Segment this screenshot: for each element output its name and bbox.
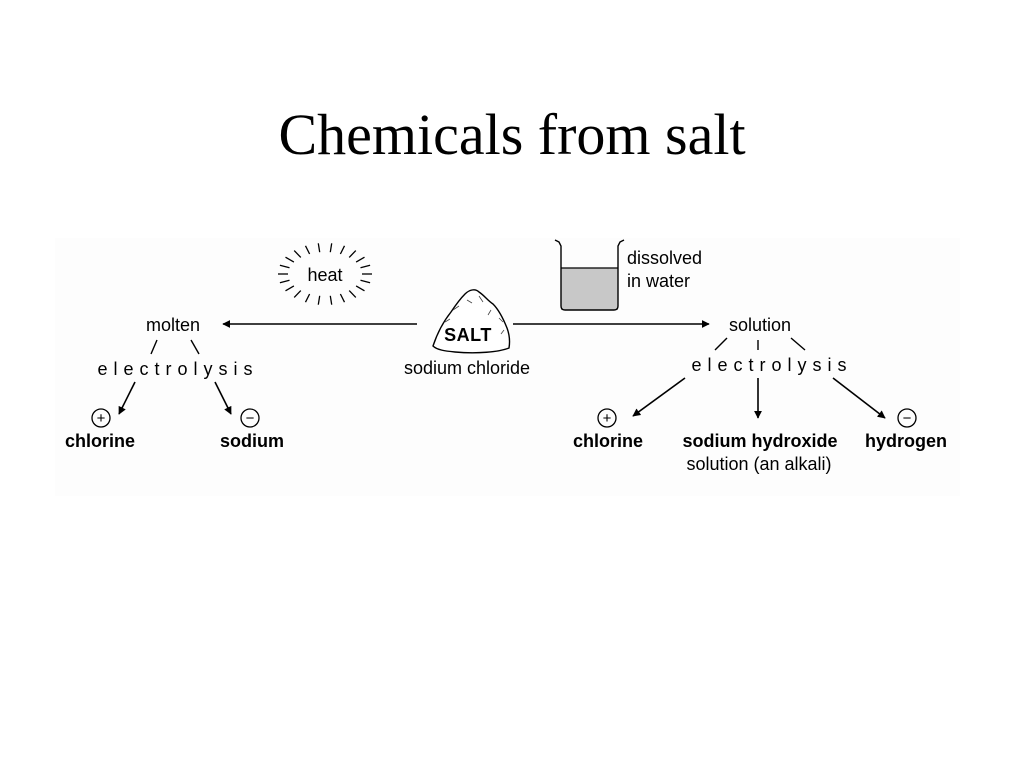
chemicals-from-salt-diagram: + − + − heat SALT sodium chloride dissol… bbox=[55, 238, 960, 496]
sodium-hydroxide-note: solution (an alkali) bbox=[686, 454, 832, 474]
negative-electrode-icon-left bbox=[240, 408, 260, 428]
heat-ray bbox=[317, 295, 321, 305]
salt-pile-icon bbox=[432, 289, 511, 354]
hydrogen-label: hydrogen bbox=[864, 431, 948, 451]
molten-tick-left bbox=[150, 339, 158, 355]
solution-tick-right bbox=[790, 337, 806, 351]
arrow-to-chlorine-right bbox=[632, 377, 686, 417]
heat-ray bbox=[329, 295, 333, 305]
page-title: Chemicals from salt bbox=[278, 102, 746, 167]
heat-ray bbox=[293, 290, 302, 298]
molten-tick-right bbox=[190, 339, 200, 355]
beaker-icon bbox=[554, 239, 625, 311]
solution-label: solution bbox=[728, 315, 792, 335]
electrolysis-label-left: electrolysis bbox=[97, 359, 259, 379]
sodium-chloride-caption: sodium chloride bbox=[403, 358, 531, 378]
negative-electrode-icon-right bbox=[897, 408, 917, 428]
heat-ray bbox=[339, 245, 346, 255]
diagram-graphics: + − + − bbox=[91, 239, 917, 428]
heat-ray bbox=[279, 264, 290, 269]
sodium-hydroxide-label: sodium hydroxide bbox=[682, 431, 838, 451]
sign-plus-right: + bbox=[603, 410, 612, 427]
sign-minus-right: − bbox=[903, 410, 912, 427]
arrow-to-chlorine-left bbox=[118, 381, 136, 415]
heat-ray bbox=[317, 243, 321, 253]
heat-ray bbox=[285, 285, 295, 292]
arrow-to-hydrogen bbox=[832, 377, 886, 419]
heat-ray bbox=[355, 285, 365, 292]
solution-tick-left bbox=[714, 337, 728, 351]
beaker-caption-line2: in water bbox=[627, 271, 691, 291]
beaker-caption-line1: dissolved bbox=[627, 248, 703, 268]
salt-label: SALT bbox=[444, 325, 492, 345]
heat-ray bbox=[360, 264, 371, 269]
heat-ray bbox=[329, 243, 333, 253]
heat-ray bbox=[348, 290, 357, 298]
positive-electrode-icon-right bbox=[597, 408, 617, 428]
sign-minus-left: − bbox=[246, 410, 255, 427]
heat-icon bbox=[278, 243, 372, 305]
heat-ray bbox=[285, 256, 295, 263]
heat-ray bbox=[339, 293, 346, 303]
sign-plus-left: + bbox=[97, 410, 106, 427]
heat-ray bbox=[293, 250, 302, 258]
heat-ray bbox=[348, 250, 357, 258]
molten-label: molten bbox=[145, 315, 201, 335]
heat-ray bbox=[304, 245, 311, 255]
heat-ray bbox=[304, 293, 311, 303]
chlorine-label-left: chlorine bbox=[64, 431, 136, 451]
heat-ray bbox=[360, 279, 371, 284]
chlorine-label-right: chlorine bbox=[572, 431, 644, 451]
arrow-to-sodium bbox=[214, 381, 232, 415]
sodium-label: sodium bbox=[219, 431, 285, 451]
heat-label: heat bbox=[307, 265, 343, 285]
heat-ray bbox=[279, 279, 290, 284]
electrolysis-label-right: electrolysis bbox=[691, 355, 853, 375]
salt-texture bbox=[444, 295, 505, 335]
heat-ray bbox=[355, 256, 365, 263]
positive-electrode-icon-left bbox=[91, 408, 111, 428]
